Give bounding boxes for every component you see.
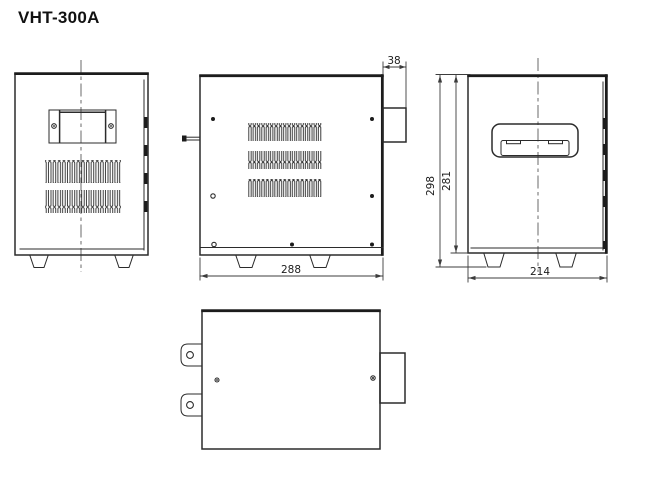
dim-label-body-height: 281 bbox=[441, 171, 453, 191]
side-screws bbox=[210, 117, 374, 248]
bottom-view bbox=[180, 309, 406, 450]
dim-side-depth: 214 bbox=[467, 255, 608, 283]
dim-label-side-depth: 214 bbox=[530, 266, 550, 278]
dim-label-terminal-depth: 38 bbox=[387, 55, 400, 67]
rear-hinge-marks bbox=[602, 118, 607, 249]
handle-grip bbox=[500, 140, 570, 156]
handle-clip-left bbox=[506, 140, 521, 145]
dim-body-height: 281 bbox=[441, 74, 469, 254]
dim-label-front-width: 288 bbox=[281, 264, 301, 276]
bottom-tab-upper bbox=[180, 343, 203, 367]
rear-view: 298 281 214 bbox=[425, 58, 608, 283]
rear-body-outline bbox=[467, 74, 608, 254]
bottom-terminal-protrusion bbox=[379, 352, 406, 404]
dim-front-width: 288 bbox=[199, 257, 384, 281]
front-nameplate bbox=[48, 109, 117, 144]
terminal-protrusion bbox=[382, 107, 407, 143]
bottom-screws bbox=[214, 375, 376, 383]
front-vent-row-2 bbox=[45, 190, 121, 213]
rear-foot-right bbox=[555, 253, 577, 268]
front-vent-row-1 bbox=[45, 160, 121, 183]
side-vent-row-3 bbox=[248, 179, 322, 197]
handle-clip-right bbox=[548, 140, 563, 145]
side-view: 38 288 bbox=[182, 55, 407, 281]
front-hinge-marks bbox=[144, 117, 148, 212]
side-foot-right bbox=[309, 255, 331, 268]
dim-label-overall-height: 298 bbox=[425, 176, 437, 196]
rear-handle bbox=[491, 123, 579, 158]
side-vent-row-2 bbox=[248, 151, 322, 169]
front-foot-right bbox=[114, 255, 134, 268]
side-foot-left bbox=[235, 255, 257, 268]
dim-terminal-depth: 38 bbox=[382, 55, 407, 108]
front-view bbox=[14, 60, 149, 272]
handle-recess bbox=[491, 123, 579, 158]
rear-foot-left bbox=[483, 253, 505, 268]
dim-overall-height: 298 bbox=[425, 74, 487, 268]
page-title: VHT-300A bbox=[18, 8, 100, 27]
bottom-tab-lower bbox=[180, 393, 203, 417]
side-vent-row-1 bbox=[248, 123, 322, 141]
side-pin bbox=[182, 135, 201, 142]
bottom-body-outline bbox=[201, 309, 381, 450]
front-foot-left bbox=[29, 255, 49, 268]
